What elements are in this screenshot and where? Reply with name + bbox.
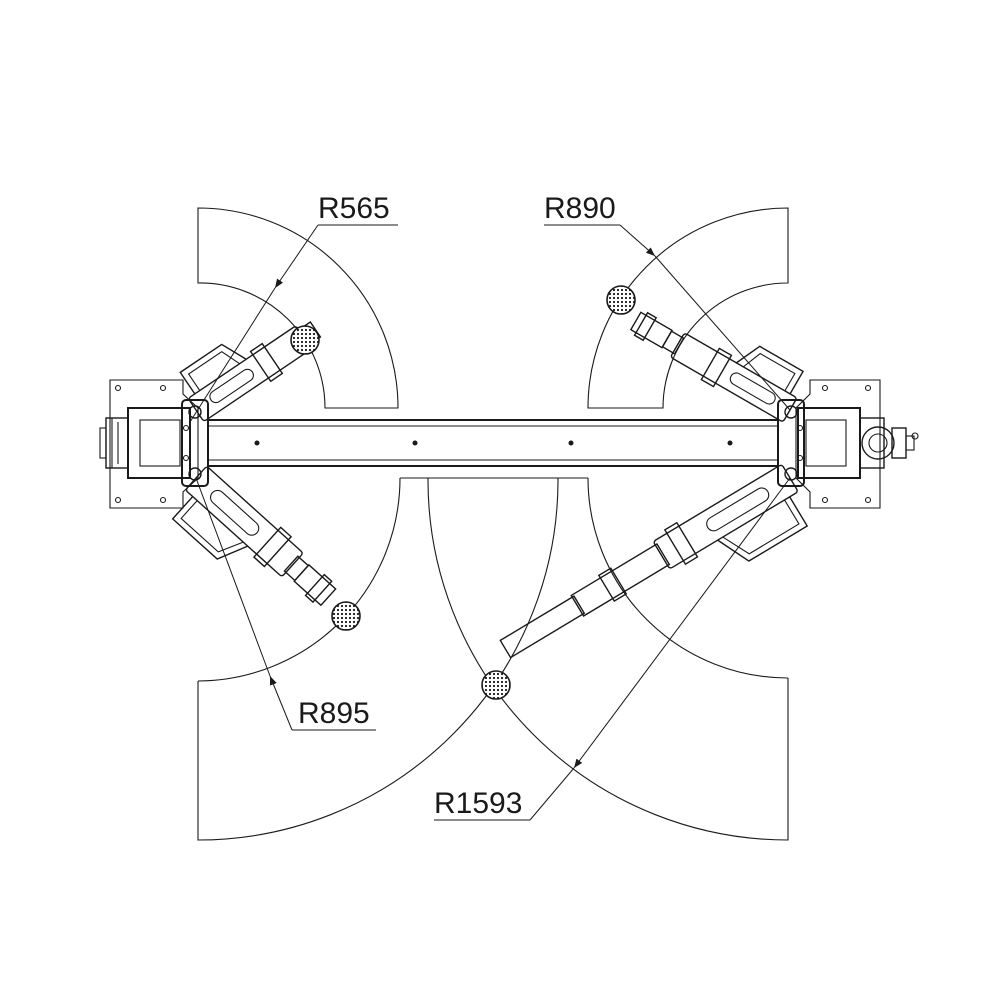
right-column-base-plate <box>795 379 881 509</box>
dimension-label-r1593: R1593 <box>434 787 522 820</box>
dimension-label-r890: R890 <box>544 192 616 225</box>
swing-sweep-top-right <box>587 207 789 409</box>
arm-rear-right <box>499 464 809 659</box>
dimension-r890: R890 <box>544 192 791 411</box>
swing-sweep-top-left <box>197 207 399 409</box>
left-column-base-plate <box>109 379 199 509</box>
dimension-r1593: R1593 <box>434 477 791 821</box>
dimension-r565: R565 <box>189 192 398 423</box>
lift-pad-rear-left <box>331 601 361 631</box>
swing-sweep-bottom-right <box>427 477 789 841</box>
arm-rear-left <box>171 466 337 607</box>
swing-sweep-bottom-left <box>197 477 559 841</box>
right-column <box>777 399 861 487</box>
lift-pad-front-right <box>606 285 636 315</box>
left-column <box>99 399 209 487</box>
dimension-r895: R895 <box>195 477 376 731</box>
dimension-label-r895: R895 <box>298 697 370 730</box>
dimension-label-r565: R565 <box>318 192 390 225</box>
lift-pad-front-left <box>290 325 320 355</box>
arm-front-right <box>629 311 805 422</box>
cross-beam <box>207 419 779 467</box>
lift-pad-rear-right <box>481 670 511 700</box>
power-unit-motor <box>859 417 919 469</box>
